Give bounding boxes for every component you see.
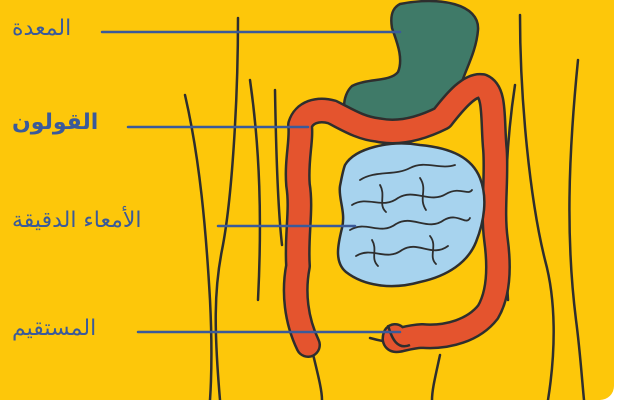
label-rectum: المستقيم — [12, 316, 96, 341]
small-intestine-shape — [338, 144, 484, 287]
diagram-canvas: المعدة القولون الأمعاء الدقيقة المستقيم — [0, 0, 614, 400]
label-colon: القولون — [12, 110, 98, 135]
label-stomach: المعدة — [12, 16, 71, 41]
label-small-intestine: الأمعاء الدقيقة — [12, 208, 142, 233]
